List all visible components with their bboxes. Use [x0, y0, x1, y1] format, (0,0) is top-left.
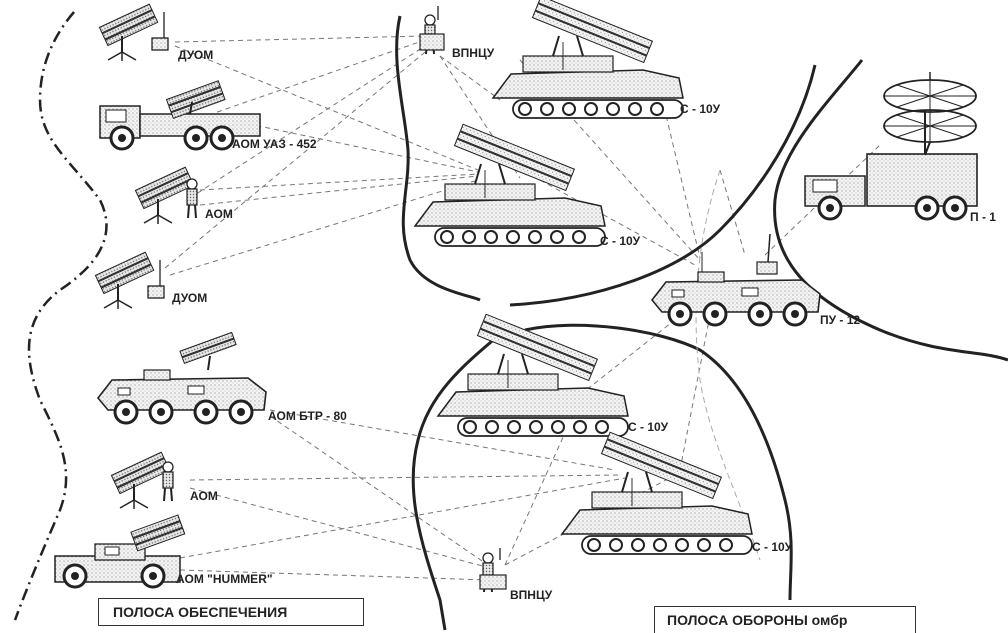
rear-boundary-line	[773, 59, 1008, 362]
pu-12-vehicle	[650, 233, 822, 327]
label-s10u-4: С - 10У	[752, 540, 793, 554]
duom-launcher-top	[98, 3, 169, 62]
label-p-1: П - 1	[970, 210, 996, 224]
aom-hummer-vehicle	[54, 514, 186, 589]
label-duom-lower: ДУОМ	[172, 291, 208, 305]
label-duom-top: ДУОМ	[178, 48, 214, 62]
label-s10u-1: С - 10У	[680, 102, 721, 116]
aom-uaz-452-truck	[99, 80, 261, 151]
label-vpncu-bottom: ВПНЦУ	[510, 588, 553, 602]
zone-defense-text: ПОЛОСА ОБОРОНЫ	[667, 612, 808, 628]
aom-launcher-upper	[134, 166, 198, 225]
zone-defense-suffix: омбр	[811, 612, 848, 628]
label-pu-12: ПУ - 12	[820, 313, 861, 327]
s10u-vehicle-4	[561, 431, 753, 555]
label-aom-lower: АОМ	[190, 489, 218, 503]
label-vpncu-top: ВПНЦУ	[452, 46, 495, 60]
forward-edge-line-lower	[411, 328, 506, 631]
zone-support-text: ПОЛОСА ОБЕСПЕЧЕНИЯ	[113, 604, 288, 620]
second-echelon-line	[509, 64, 817, 307]
s10u-vehicle-1	[492, 0, 684, 119]
vpncu-post-top	[419, 6, 445, 55]
radar-antenna-icon	[883, 72, 977, 156]
label-aom-upper: АОМ	[205, 207, 233, 221]
vpncu-post-bottom	[479, 548, 507, 593]
defense-rear-line	[524, 323, 793, 601]
label-s10u-3: С - 10У	[628, 420, 669, 434]
aom-btr-80-apc	[96, 331, 268, 425]
label-aom-hummer: АОМ "HUMMER"	[176, 572, 273, 586]
aom-launcher-lower	[110, 451, 174, 510]
duom-launcher-lower	[94, 251, 165, 310]
forward-edge-line	[395, 15, 481, 302]
support-zone-left-boundary	[13, 11, 108, 621]
zone-label-support: ПОЛОСА ОБЕСПЕЧЕНИЯ	[98, 598, 364, 626]
s10u-vehicle-2	[414, 123, 606, 247]
zone-label-defense: ПОЛОСА ОБОРОНЫ омбр	[654, 606, 916, 633]
inner-dashed-line	[695, 169, 761, 561]
label-aom-uaz-452: АОМ УАЗ - 452	[232, 137, 317, 151]
label-aom-btr-80: АОМ БТР - 80	[268, 409, 347, 423]
s10u-vehicle-3	[437, 313, 629, 437]
p-1-radar-vehicle	[804, 110, 978, 221]
label-s10u-2: С - 10У	[600, 234, 641, 248]
